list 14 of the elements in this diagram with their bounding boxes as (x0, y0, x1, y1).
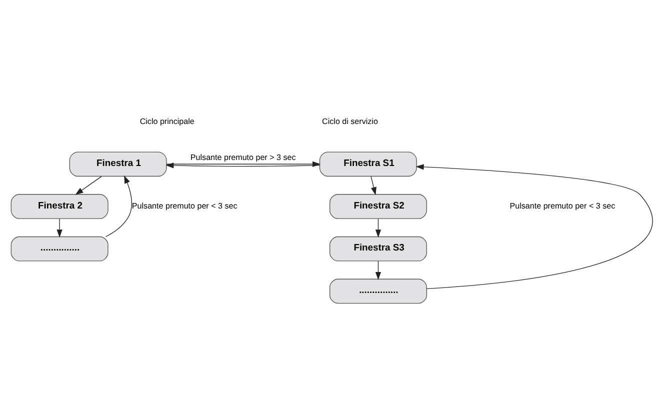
arrow (370, 176, 376, 195)
node-box: Finestra 2 (10, 194, 108, 218)
arrow (416, 164, 653, 289)
node-box: ............... (330, 278, 427, 304)
arrow (375, 218, 382, 238)
arrow (56, 218, 62, 238)
node-box: ............... (10, 236, 108, 261)
arrow (375, 260, 382, 280)
arrow (75, 176, 102, 194)
node-box: Finestra S2 (330, 194, 427, 218)
node-box: Finestra 1 (69, 151, 167, 176)
arrow (105, 174, 132, 237)
node-box: Finestra S1 (319, 151, 417, 176)
node-box: Finestra S3 (330, 236, 427, 261)
